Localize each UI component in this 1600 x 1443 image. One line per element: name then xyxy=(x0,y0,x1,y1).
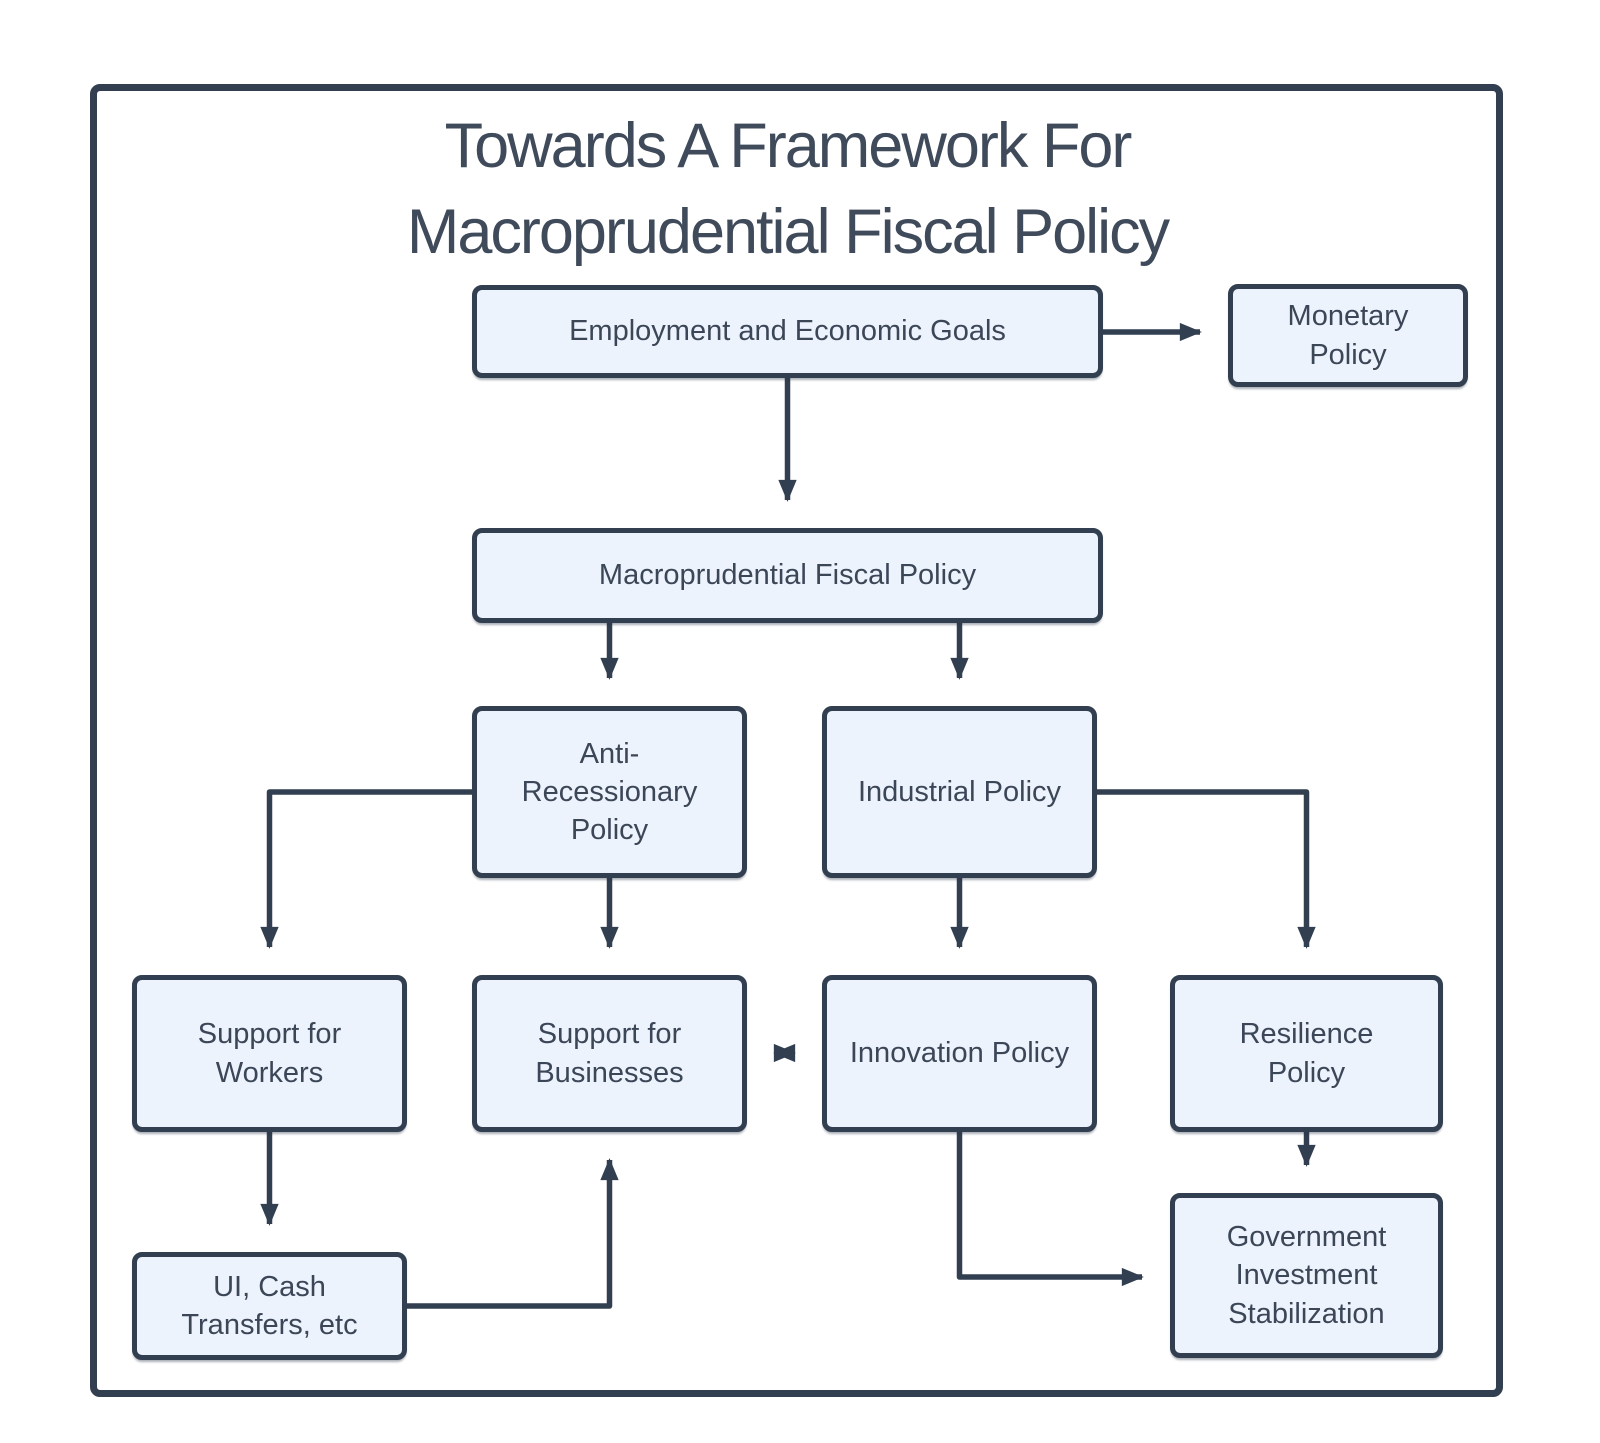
node-label: Innovation Policy xyxy=(849,1037,1070,1070)
node-label: Macroprudential Fiscal Policy xyxy=(598,559,977,592)
node-monetary-policy: Monetary Policy xyxy=(1228,284,1468,387)
node-government-investment-stabilization: Government Investment Stabilization xyxy=(1170,1193,1443,1358)
node-ui-cash-transfers: UI, Cash Transfers, etc xyxy=(132,1252,407,1360)
node-label: Employment and Economic Goals xyxy=(569,315,1006,348)
arrow-industrial-to-resilience xyxy=(1097,789,1316,949)
diagram-title-line1: Towards A Framework For xyxy=(444,111,1133,181)
node-label: Support for Businesses xyxy=(535,1018,684,1089)
arrow-ui-cash-transfers-to-businesses xyxy=(407,1158,619,1309)
node-macroprudential-fiscal-policy: Macroprudential Fiscal Policy xyxy=(472,528,1103,623)
node-innovation-policy: Innovation Policy xyxy=(822,975,1097,1132)
node-resilience-policy: Resilience Policy xyxy=(1170,975,1443,1132)
node-employment-and-economic-goals: Employment and Economic Goals xyxy=(472,285,1103,378)
node-label: Government Investment Stabilization xyxy=(1226,1221,1387,1330)
node-label: UI, Cash Transfers, etc xyxy=(181,1270,358,1341)
node-anti-recessionary-policy: Anti- Recessionary Policy xyxy=(472,706,747,878)
diagram-title-line2: Macroprudential Fiscal Policy xyxy=(406,197,1170,267)
node-label: Anti- Recessionary Policy xyxy=(521,737,698,847)
node-support-for-workers: Support for Workers xyxy=(132,975,407,1132)
node-label: Resilience Policy xyxy=(1239,1018,1374,1089)
node-label: Industrial Policy xyxy=(857,775,1062,808)
diagram-title: Towards A Framework For Macroprudential … xyxy=(240,103,1335,275)
node-label: Support for Workers xyxy=(197,1018,342,1089)
arrow-innovation-to-government-investment xyxy=(956,1132,1144,1287)
arrow-anti-recessionary-to-workers xyxy=(260,789,472,949)
node-support-for-businesses: Support for Businesses xyxy=(472,975,747,1132)
node-industrial-policy: Industrial Policy xyxy=(822,706,1097,878)
node-label: Monetary Policy xyxy=(1287,300,1409,371)
